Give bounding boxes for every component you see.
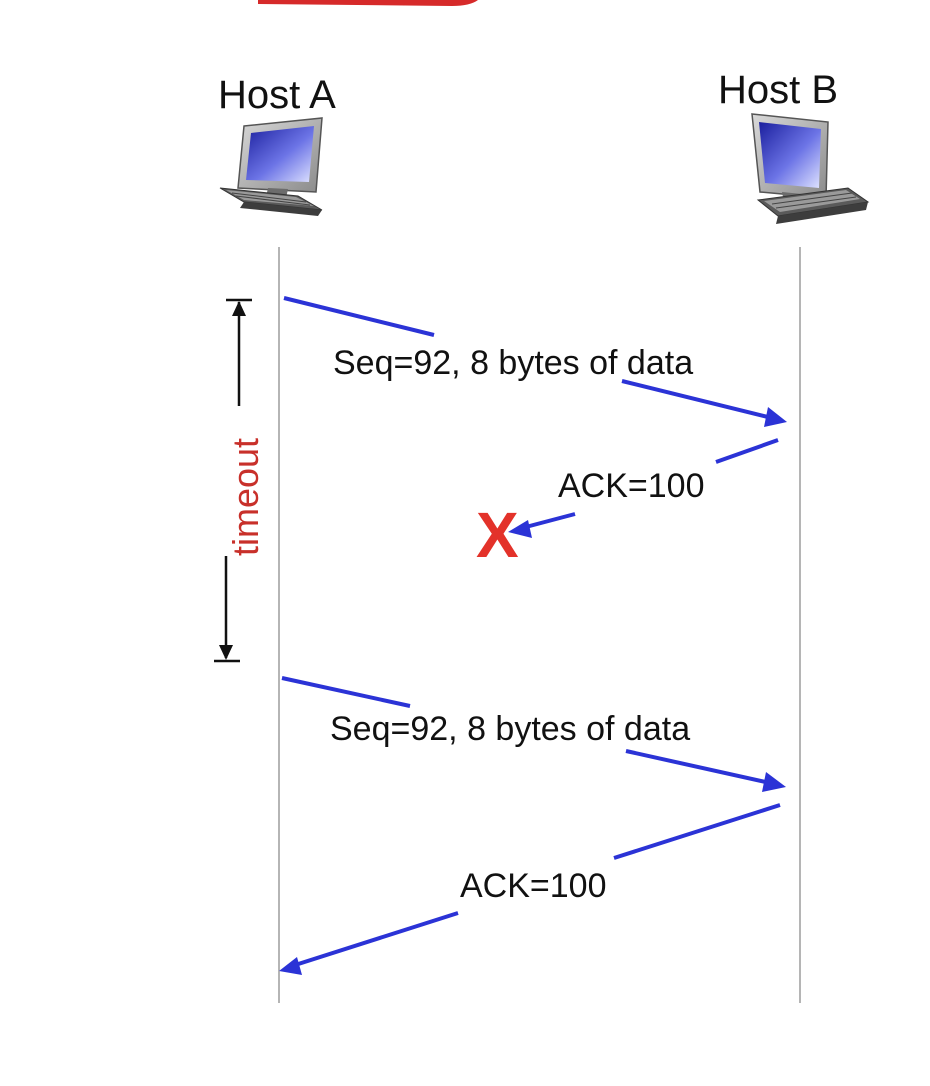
ack-label-ack100-delivered: ACK=100 — [460, 867, 607, 905]
segment-label-seq92-first: Seq=92, 8 bytes of data — [333, 344, 693, 382]
timeout-label: timeout — [225, 438, 266, 556]
host-a-label: Host A — [218, 73, 336, 117]
segment-label-seq92-retransmit: Seq=92, 8 bytes of data — [330, 710, 690, 748]
host-a-computer-icon — [219, 117, 323, 216]
segment-arrow-seq92-retransmit — [281, 676, 786, 792]
host-b-label: Host B — [718, 68, 838, 112]
ack-label-ack100-lost: ACK=100 — [558, 467, 705, 505]
host-b-computer-icon — [751, 113, 870, 224]
top-red-fragment — [258, 0, 478, 6]
loss-x-icon: X — [476, 499, 519, 571]
segment-arrow-seq92-first — [283, 296, 787, 427]
ack-arrow-ack100-delivered — [279, 803, 781, 975]
timeout-interval-indicator — [214, 298, 252, 663]
ack-arrow-ack100-lost — [508, 438, 779, 538]
